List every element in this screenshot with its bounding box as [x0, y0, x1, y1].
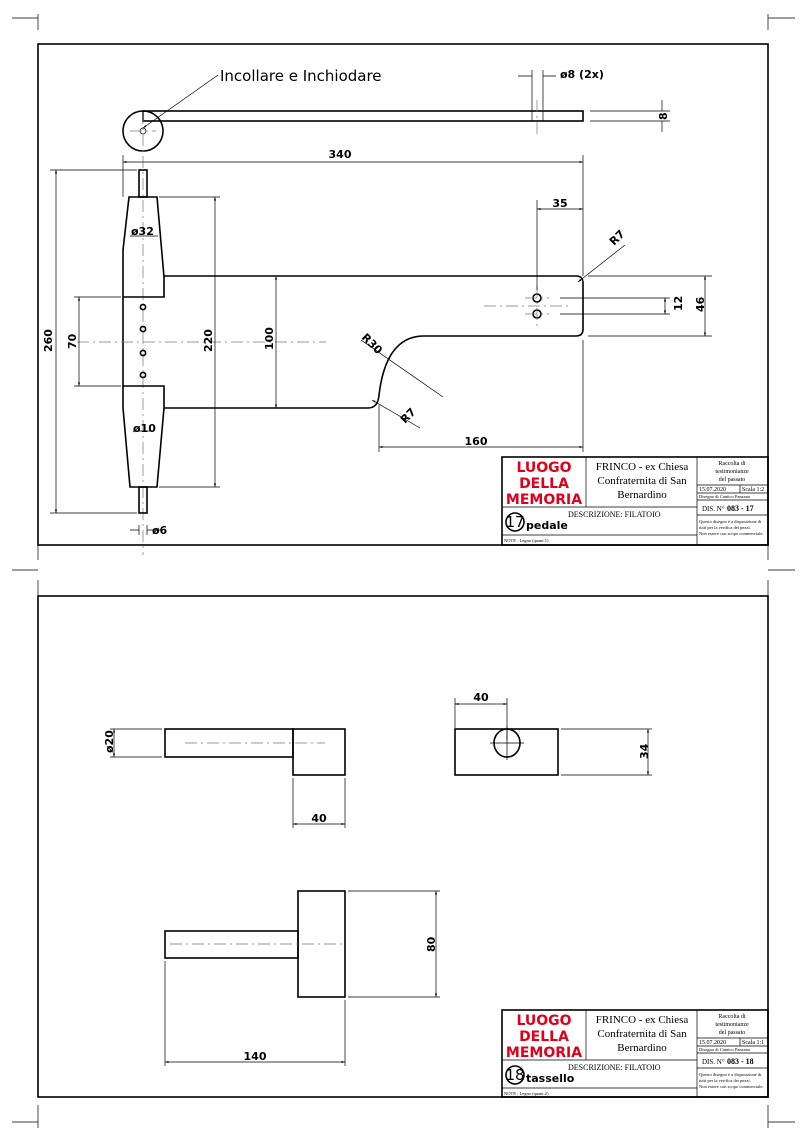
- collection-line: del passato: [719, 1030, 746, 1036]
- description: DESCRIZIONE: FILATOIO: [568, 1063, 661, 1072]
- dim-thickness: [590, 100, 670, 132]
- title-block: LUOGO DELLA MEMORIA FRINCO - ex Chiesa C…: [501, 456, 769, 546]
- drawing-number: 083 - 18: [727, 1057, 754, 1066]
- place-line: Bernardino: [617, 1042, 667, 1054]
- place-line: Bernardino: [617, 489, 667, 501]
- license-line: Non essere con scopo commerciale.: [699, 531, 764, 536]
- license-line: Non essere con scopo commerciale.: [699, 1084, 764, 1089]
- tassello-side-view: [164, 728, 346, 776]
- author: Disegno di Cantico Panzana: [699, 494, 750, 499]
- license-line: Questo disegno è a disposizione di: [699, 1072, 762, 1077]
- part-number-circle: [505, 512, 525, 532]
- dim-80: 80: [425, 936, 438, 952]
- license-line: tutti per la verifica dei pezzi.: [699, 1078, 751, 1083]
- drawing-number-label: DIS. N°: [702, 1058, 725, 1066]
- logo-line: MEMORIA: [506, 1045, 582, 1061]
- sheet-frame: [37, 595, 769, 1098]
- pedal-dimensions: [50, 155, 712, 535]
- collection-line: Raccolta di: [718, 1014, 745, 1020]
- pedal-side-view: [122, 100, 584, 555]
- drawing-number-label: DIS. N°: [702, 505, 725, 513]
- place-line: FRINCO - ex Chiesa: [596, 461, 689, 473]
- scale: Scala 1:2: [742, 487, 764, 493]
- dim-thickness-label: 8: [657, 112, 670, 120]
- dim-12: 12: [672, 296, 685, 311]
- logo-line: DELLA: [519, 476, 569, 492]
- description: DESCRIZIONE: FILATOIO: [568, 510, 661, 519]
- scale: Scala 1:1: [742, 1040, 764, 1046]
- dim-34: 34: [638, 743, 651, 759]
- place-line: FRINCO - ex Chiesa: [596, 1014, 689, 1026]
- dim-100: 100: [263, 327, 276, 350]
- dim-70: 70: [66, 333, 79, 349]
- logo-line: LUOGO: [516, 1013, 571, 1029]
- date: 15.07.2020: [699, 487, 726, 493]
- part-name: pedale: [526, 519, 568, 532]
- dim-340: 340: [329, 148, 352, 161]
- dim-d10: ø10: [133, 422, 156, 435]
- dim-r7-bottom: R7: [398, 406, 419, 427]
- part-name: tassello: [526, 1072, 575, 1085]
- dim-d20: ø20: [103, 730, 116, 753]
- sheet-frame: [37, 43, 769, 546]
- part-number: 18: [505, 1066, 524, 1084]
- part-number: 17: [505, 513, 524, 531]
- title-block: LUOGO DELLA MEMORIA FRINCO - ex Chiesa C…: [501, 1009, 769, 1098]
- assembly-note: Incollare e Inchiodare: [220, 67, 382, 85]
- notes: NOTE : Legno (quant.2): [504, 1091, 549, 1096]
- dim-40-side: 40: [311, 812, 327, 825]
- dim-r30: R30: [359, 331, 385, 357]
- tassello-front-view: [454, 726, 559, 776]
- pedal-front-view: [77, 169, 584, 514]
- author: Disegno di Cantico Panzana: [699, 1047, 750, 1052]
- dim-140: 140: [244, 1050, 267, 1063]
- dim-260: 260: [42, 329, 55, 352]
- license-line: tutti per la verifica dei pezzi.: [699, 525, 751, 530]
- logo-line: MEMORIA: [506, 492, 582, 508]
- collection-line: Raccolta di: [718, 461, 745, 467]
- logo-line: LUOGO: [516, 460, 571, 476]
- dim-hole-dia: [518, 70, 556, 110]
- collection-line: testimonianze: [715, 1022, 749, 1028]
- dim-d6: ø6: [152, 524, 168, 537]
- sheet-pedale: Incollare e Inchiodare ø8 (2x) 8: [37, 43, 769, 555]
- crop-marks: [12, 14, 795, 1128]
- dim-40-front: 40: [473, 691, 489, 704]
- drawing-number: 083 - 17: [727, 504, 754, 513]
- sheet-tassello: ø20 40 40 34 80 140 LUOGO DELLA MEMORIA …: [37, 595, 769, 1098]
- dim-d32: ø32: [131, 225, 154, 238]
- notes: NOTE : Legno (quant.1): [504, 538, 549, 543]
- dim-35: 35: [552, 197, 567, 210]
- place-line: Confraternita di San: [597, 475, 687, 487]
- tassello-top-view: [164, 890, 346, 998]
- license-line: Questo disegno è a disposizione di: [699, 519, 762, 524]
- part-number-circle: [505, 1065, 525, 1085]
- dim-46: 46: [694, 296, 707, 312]
- dim-hole-dia-label: ø8 (2x): [560, 68, 604, 81]
- tassello-dimensions: [110, 698, 652, 1066]
- date: 15.07.2020: [699, 1040, 726, 1046]
- note-leader: [142, 74, 219, 129]
- dim-160: 160: [465, 435, 488, 448]
- dim-220: 220: [202, 329, 215, 352]
- collection-line: testimonianze: [715, 469, 749, 475]
- place-line: Confraternita di San: [597, 1028, 687, 1040]
- logo-line: DELLA: [519, 1029, 569, 1045]
- collection-line: del passato: [719, 477, 746, 483]
